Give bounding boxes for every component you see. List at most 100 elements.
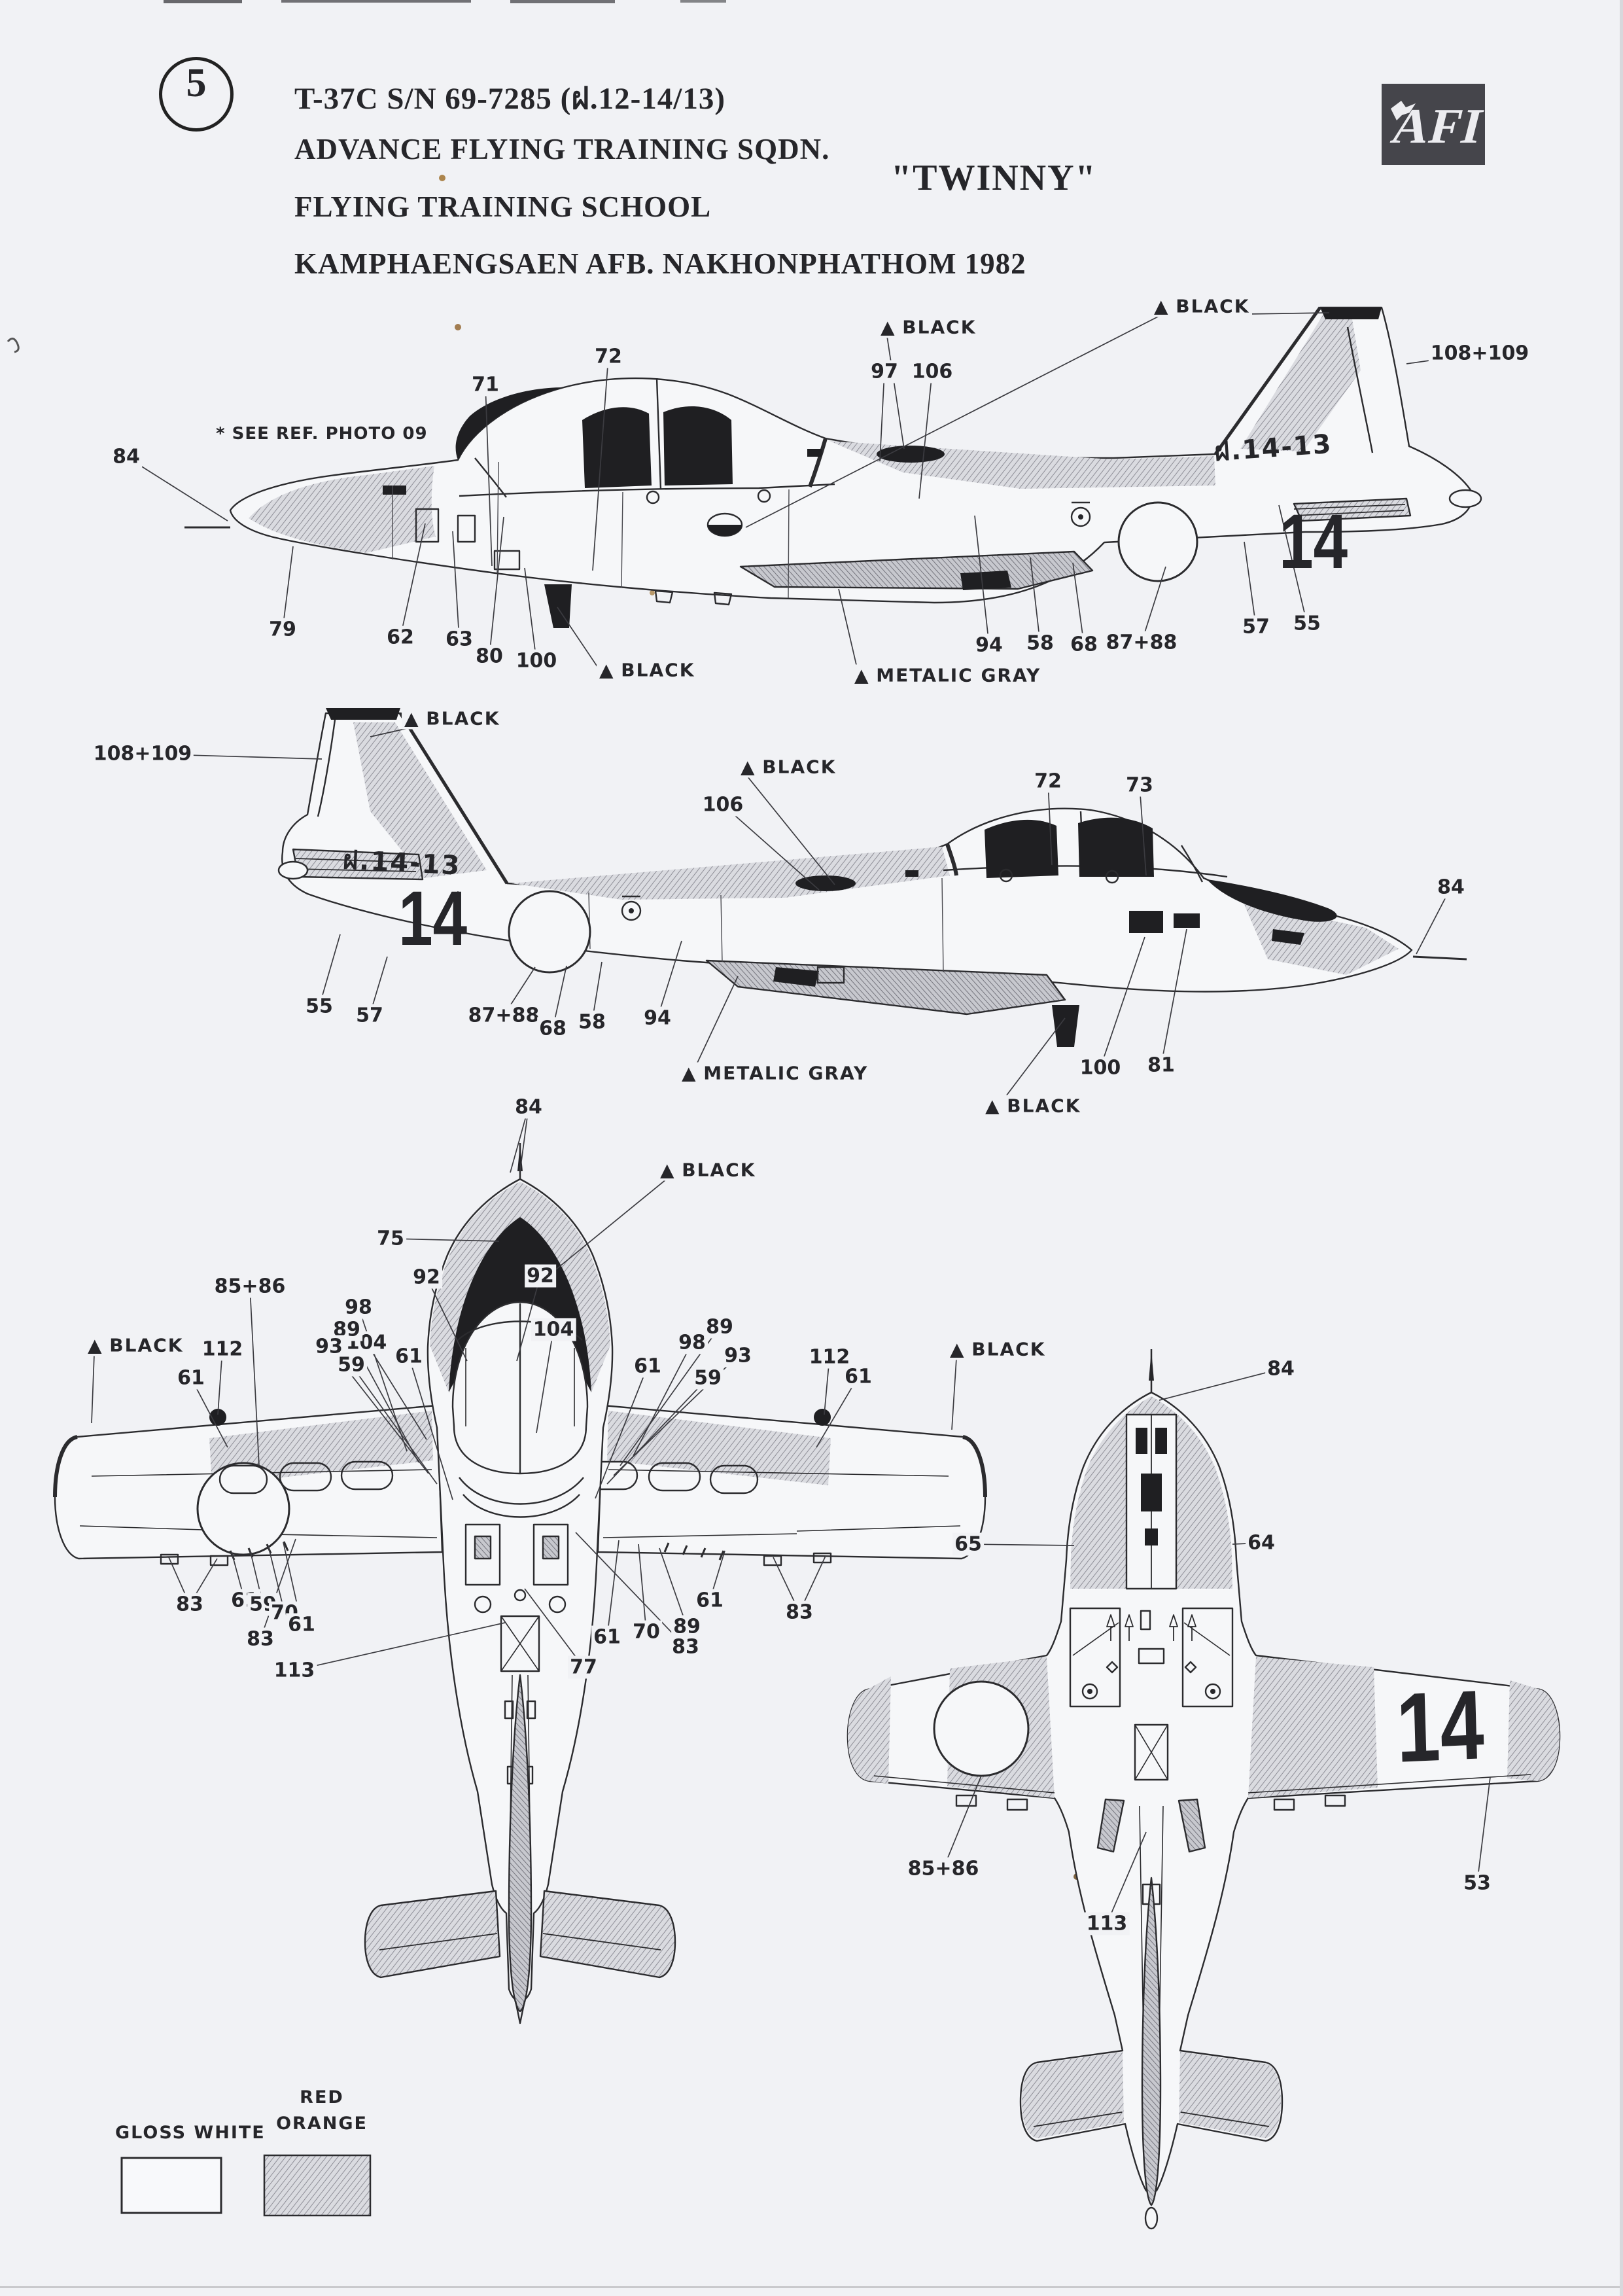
leader-line bbox=[319, 934, 341, 1007]
callout-113: 113 bbox=[1084, 1912, 1130, 1935]
callout-57: 57 bbox=[1240, 615, 1272, 639]
callout-65: 65 bbox=[952, 1532, 984, 1556]
callout-98: 98 bbox=[676, 1331, 708, 1354]
callout-59: 59 bbox=[336, 1353, 367, 1377]
callout-98: 98 bbox=[343, 1296, 374, 1319]
callout-104: 104 bbox=[531, 1318, 576, 1341]
callout-80: 80 bbox=[474, 645, 505, 668]
callout-113: 113 bbox=[271, 1659, 317, 1682]
triangle-icon: ▲ bbox=[660, 1159, 674, 1181]
leader-line bbox=[1072, 562, 1085, 645]
leader-line bbox=[1476, 1776, 1491, 1884]
color-note-text: METALIC GRAY bbox=[868, 664, 1041, 686]
legend-label-red-orange: RED ORANGE bbox=[276, 2087, 368, 2134]
afi-logo: AFI bbox=[1382, 84, 1490, 165]
leader-line bbox=[489, 516, 504, 657]
color-note-text: BLACK bbox=[418, 707, 500, 730]
color-note-text: BLACK bbox=[754, 756, 837, 778]
callout-53: 53 bbox=[1461, 1871, 1493, 1895]
callout-83: 83 bbox=[784, 1600, 815, 1624]
callout-84: 84 bbox=[1265, 1357, 1297, 1381]
color-note-text: BLACK bbox=[674, 1159, 756, 1181]
callout-94: 94 bbox=[973, 633, 1005, 657]
callout-106: 106 bbox=[909, 360, 955, 383]
callout-112: 112 bbox=[807, 1345, 852, 1369]
callout-72: 72 bbox=[593, 345, 624, 368]
leader-line bbox=[1159, 1368, 1282, 1401]
callout-71: 71 bbox=[470, 373, 501, 397]
leader-line bbox=[294, 1622, 506, 1671]
callout-84: 84 bbox=[111, 445, 142, 468]
callout-94: 94 bbox=[642, 1006, 673, 1030]
leader-line bbox=[249, 1286, 260, 1466]
leader-line bbox=[633, 1342, 693, 1457]
leader-line bbox=[657, 940, 682, 1019]
color-note-black: ▲ BLACK bbox=[597, 659, 698, 681]
title-base-year: KAMPHAENGSAEN AFB. NAKHONPHATHOM 1982 bbox=[294, 247, 1026, 280]
leader-line bbox=[722, 804, 820, 891]
leader-line bbox=[400, 523, 426, 638]
leader-line bbox=[1139, 785, 1147, 876]
leader-line bbox=[606, 1540, 620, 1638]
callout-89: 89 bbox=[671, 1615, 703, 1638]
callout-85+86: 85+86 bbox=[212, 1275, 288, 1298]
leader-line bbox=[951, 1358, 957, 1430]
triangle-icon: ▲ bbox=[404, 707, 419, 730]
callout-100: 100 bbox=[1077, 1056, 1123, 1080]
leader-line bbox=[260, 1538, 296, 1640]
side-number-lower-view: 14 bbox=[398, 875, 468, 962]
title-school: FLYING TRAINING SCHOOL bbox=[294, 190, 712, 223]
leader-line bbox=[659, 1547, 688, 1627]
color-note-text: BLACK bbox=[964, 1338, 1046, 1360]
callout-83: 83 bbox=[670, 1635, 701, 1659]
callout-64: 64 bbox=[1246, 1531, 1277, 1555]
leader-line bbox=[485, 384, 493, 567]
color-note-black: ▲ BLACK bbox=[947, 1338, 1049, 1360]
leader-line bbox=[974, 515, 990, 646]
sheet-number-badge: 5 bbox=[159, 57, 234, 132]
reference-photo-note: * SEE REF. PHOTO 09 bbox=[216, 424, 428, 444]
leader-line bbox=[390, 1238, 500, 1242]
leader-line bbox=[282, 546, 294, 630]
callout-70: 70 bbox=[631, 1620, 662, 1644]
leader-line bbox=[555, 1178, 667, 1270]
lower-side-view-drawing bbox=[277, 708, 1467, 1047]
callout-61: 61 bbox=[843, 1365, 874, 1388]
color-note-black: ▲ BLACK bbox=[1151, 295, 1253, 317]
leader-line bbox=[536, 1329, 554, 1434]
callout-85+86: 85+86 bbox=[905, 1857, 981, 1881]
color-note-text: BLACK bbox=[894, 316, 977, 338]
callout-73: 73 bbox=[1124, 773, 1155, 797]
upper-side-view-drawing bbox=[184, 306, 1482, 628]
callout-87+88: 87+88 bbox=[466, 1004, 542, 1027]
color-note-black: ▲ BLACK bbox=[657, 1159, 759, 1181]
color-note-text: METALIC GRAY bbox=[695, 1062, 869, 1084]
leader-line bbox=[879, 371, 885, 462]
callout-108+109: 108+109 bbox=[91, 742, 194, 766]
leader-line bbox=[351, 1364, 438, 1485]
callout-108+109: 108+109 bbox=[1428, 342, 1531, 365]
leader-line bbox=[886, 336, 905, 450]
callout-55: 55 bbox=[304, 995, 335, 1018]
legend-swatch-gloss-white bbox=[120, 2157, 222, 2214]
leader-line bbox=[745, 315, 1161, 528]
callout-61: 61 bbox=[632, 1354, 663, 1378]
color-note-text: BLACK bbox=[1168, 295, 1250, 317]
callout-58: 58 bbox=[576, 1010, 608, 1034]
callout-68: 68 bbox=[1068, 633, 1100, 656]
callout-84: 84 bbox=[1435, 875, 1467, 899]
leader-line bbox=[592, 356, 609, 571]
leader-line bbox=[638, 1544, 647, 1633]
callout-59: 59 bbox=[692, 1366, 724, 1390]
callout-75: 75 bbox=[375, 1227, 406, 1250]
color-note-black: ▲ BLACK bbox=[738, 756, 839, 778]
side-number-upper-view: 14 bbox=[1279, 499, 1348, 585]
color-note-metalic-gray: ▲ METALIC GRAY bbox=[679, 1062, 871, 1084]
callout-97: 97 bbox=[869, 360, 900, 383]
callout-63: 63 bbox=[444, 627, 475, 651]
leader-line bbox=[746, 775, 835, 885]
callout-68: 68 bbox=[537, 1017, 568, 1040]
callout-93: 93 bbox=[722, 1344, 754, 1368]
